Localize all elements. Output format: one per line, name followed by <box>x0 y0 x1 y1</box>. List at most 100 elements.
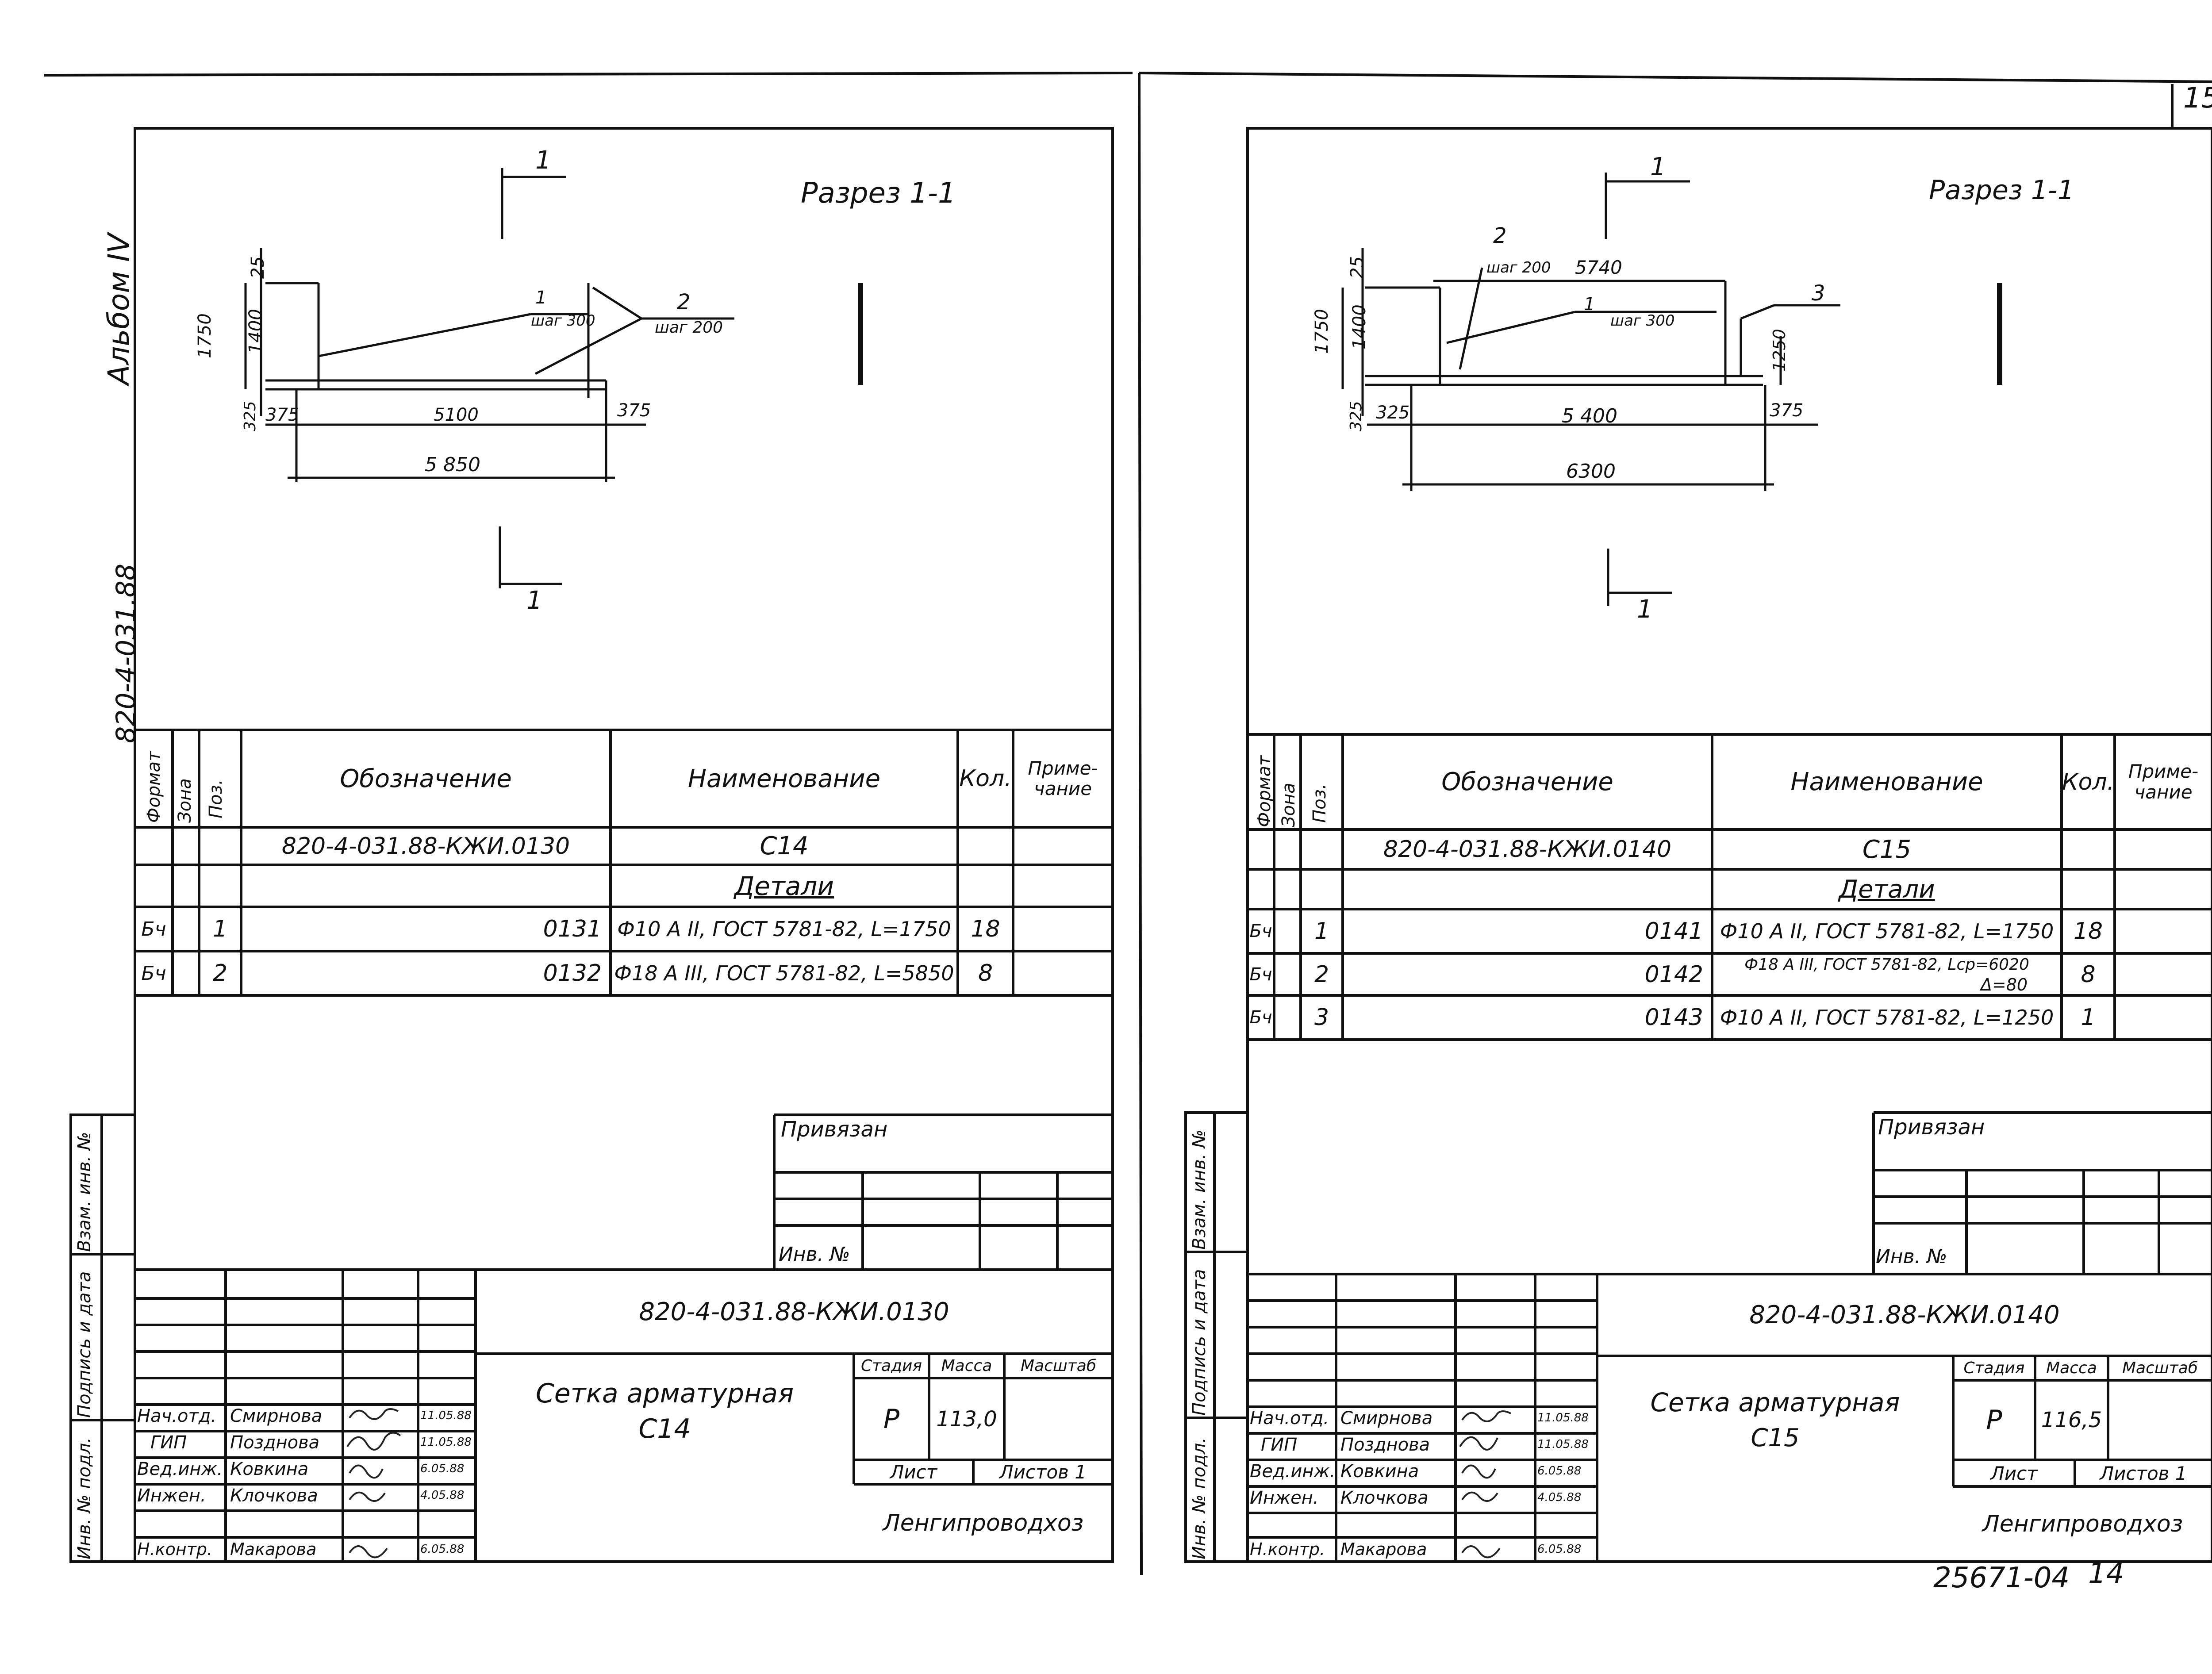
binding-inv: Инв. № <box>779 1243 850 1266</box>
cut-mark-bottom: 1 <box>526 586 542 615</box>
scale-label: Масштаб <box>1020 1357 1097 1375</box>
callout-pos-1: 1 <box>535 288 547 308</box>
side-inv-podl: Инв. № подл. <box>74 1437 95 1559</box>
archive-sheet: 14 <box>2088 1557 2124 1590</box>
row1-designation: 0131 <box>543 916 602 942</box>
callout-pos-3: 3 <box>1812 281 1825 306</box>
dim-25: 25 <box>1347 256 1367 279</box>
stamp-title-1: Сетка арматурная <box>535 1378 794 1409</box>
hdr-pos: Поз. <box>206 779 226 818</box>
row1-pos: 1 <box>212 916 228 942</box>
row2-name: Ф18 А III, ГОСТ 5781-82, Lср=6020 <box>1744 956 2029 974</box>
dim-6300: 6300 <box>1566 460 1616 483</box>
row2-name: Ф18 А III, ГОСТ 5781-82, L=5850 <box>614 961 954 985</box>
row2-name-2: Δ=80 <box>1980 975 2028 994</box>
name-5: Макарова <box>1340 1540 1427 1559</box>
role-3: Вед.инж. <box>137 1459 223 1479</box>
assembly-name: С15 <box>1862 835 1912 864</box>
stage-label: Стадия <box>860 1357 922 1375</box>
doc-code-margin: 820-4-031.88 <box>111 564 142 743</box>
row3-qty: 1 <box>2081 1004 2096 1031</box>
row2-format: Бч <box>141 962 166 985</box>
mass-label: Масса <box>941 1357 992 1375</box>
mass-value: 116,5 <box>2041 1408 2102 1432</box>
sheet-label: Лист <box>1990 1462 2038 1484</box>
row2-pos: 2 <box>212 960 228 987</box>
details-title: Детали <box>734 871 834 901</box>
date-2: 11.05.88 <box>1537 1438 1589 1451</box>
row1-format: Бч <box>1249 921 1272 941</box>
role-2: ГИП <box>1261 1435 1298 1455</box>
sheets-label: Листов 1 <box>2100 1462 2187 1484</box>
side-vzam: Взам. инв. № <box>74 1132 95 1252</box>
dim-5400: 5 400 <box>1562 405 1617 427</box>
row2-qty: 8 <box>978 960 993 987</box>
date-1: 11.05.88 <box>420 1409 472 1422</box>
section-title: Разрез 1-1 <box>801 177 956 210</box>
stamp-code: 820-4-031.88-КЖИ.0140 <box>1749 1301 2060 1329</box>
dim-5100: 5100 <box>434 405 479 425</box>
stamp-title-2: С14 <box>638 1413 691 1444</box>
row3-pos: 3 <box>1314 1004 1329 1031</box>
role-1: Нач.отд. <box>137 1406 217 1426</box>
date-1: 11.05.88 <box>1537 1411 1589 1424</box>
assembly-designation: 820-4-031.88-КЖИ.0140 <box>1383 836 1672 863</box>
row2-designation: 0132 <box>543 960 602 987</box>
binding-inv: Инв. № <box>1876 1245 1947 1268</box>
assembly-designation: 820-4-031.88-КЖИ.0130 <box>281 833 570 860</box>
name-5: Макарова <box>230 1540 317 1559</box>
dim-1250: 1250 <box>1770 329 1789 372</box>
side-inv-podl: Инв. № подл. <box>1189 1437 1210 1559</box>
callout-pos-2: 2 <box>1493 223 1507 248</box>
section-title: Разрез 1-1 <box>1929 175 2074 206</box>
row2-designation: 0142 <box>1644 961 1703 988</box>
date-5: 6.05.88 <box>1537 1543 1582 1556</box>
date-5: 6.05.88 <box>420 1543 465 1556</box>
dim-5740: 5740 <box>1575 257 1622 278</box>
row3-designation: 0143 <box>1644 1004 1703 1031</box>
date-4: 4.05.88 <box>420 1489 465 1502</box>
hdr-pos: Поз. <box>1310 783 1330 823</box>
cut-mark-top: 1 <box>535 146 551 175</box>
album-label: Альбом IV <box>102 233 136 385</box>
hdr-designation: Обозначение <box>340 764 512 793</box>
name-2: Позднова <box>1340 1435 1430 1455</box>
name-4: Клочкова <box>230 1486 318 1506</box>
details-title: Детали <box>1839 875 1935 904</box>
dim-325-b: 325 <box>1376 403 1410 423</box>
row1-qty: 18 <box>971 916 1000 942</box>
row1-format: Бч <box>141 918 166 941</box>
hdr-format: Формат <box>1254 755 1275 827</box>
side-podpis: Подпись и дата <box>74 1271 95 1418</box>
dim-325: 325 <box>241 401 259 431</box>
side-vzam: Взам. инв. № <box>1189 1129 1210 1250</box>
date-4: 4.05.88 <box>1537 1491 1582 1504</box>
binding-title: Привязан <box>1878 1115 1985 1140</box>
dim-325-a: 325 <box>1347 401 1365 431</box>
role-4: Инжен. <box>137 1486 206 1506</box>
stamp-code: 820-4-031.88-КЖИ.0130 <box>639 1297 949 1326</box>
role-3: Вед.инж. <box>1250 1461 1336 1482</box>
cut-mark-top: 1 <box>1650 153 1666 181</box>
name-3: Ковкина <box>1340 1461 1419 1482</box>
side-podpis: Подпись и дата <box>1189 1269 1210 1416</box>
stamp-title-2: С15 <box>1751 1423 1800 1452</box>
role-2: ГИП <box>150 1432 187 1453</box>
callout-step-2: шаг 200 <box>1486 259 1551 276</box>
page-number: 15 <box>2183 82 2212 115</box>
name-1: Смирнова <box>230 1406 323 1426</box>
row1-designation: 0141 <box>1644 918 1703 945</box>
hdr-designation: Обозначение <box>1441 768 1613 796</box>
role-5: Н.контр. <box>137 1540 213 1559</box>
row1-name: Ф10 А II, ГОСТ 5781-82, L=1750 <box>1720 919 2054 943</box>
hdr-note: Приме-чание <box>2128 760 2199 803</box>
name-3: Ковкина <box>230 1459 309 1479</box>
dim-375: 375 <box>1770 400 1804 421</box>
hdr-zone: Зона <box>1279 783 1299 827</box>
sheet-label: Лист <box>890 1461 937 1483</box>
callout-pos-2: 2 <box>677 290 691 315</box>
dim-1750: 1750 <box>1312 309 1332 354</box>
role-4: Инжен. <box>1250 1488 1319 1508</box>
role-1: Нач.отд. <box>1250 1408 1329 1428</box>
